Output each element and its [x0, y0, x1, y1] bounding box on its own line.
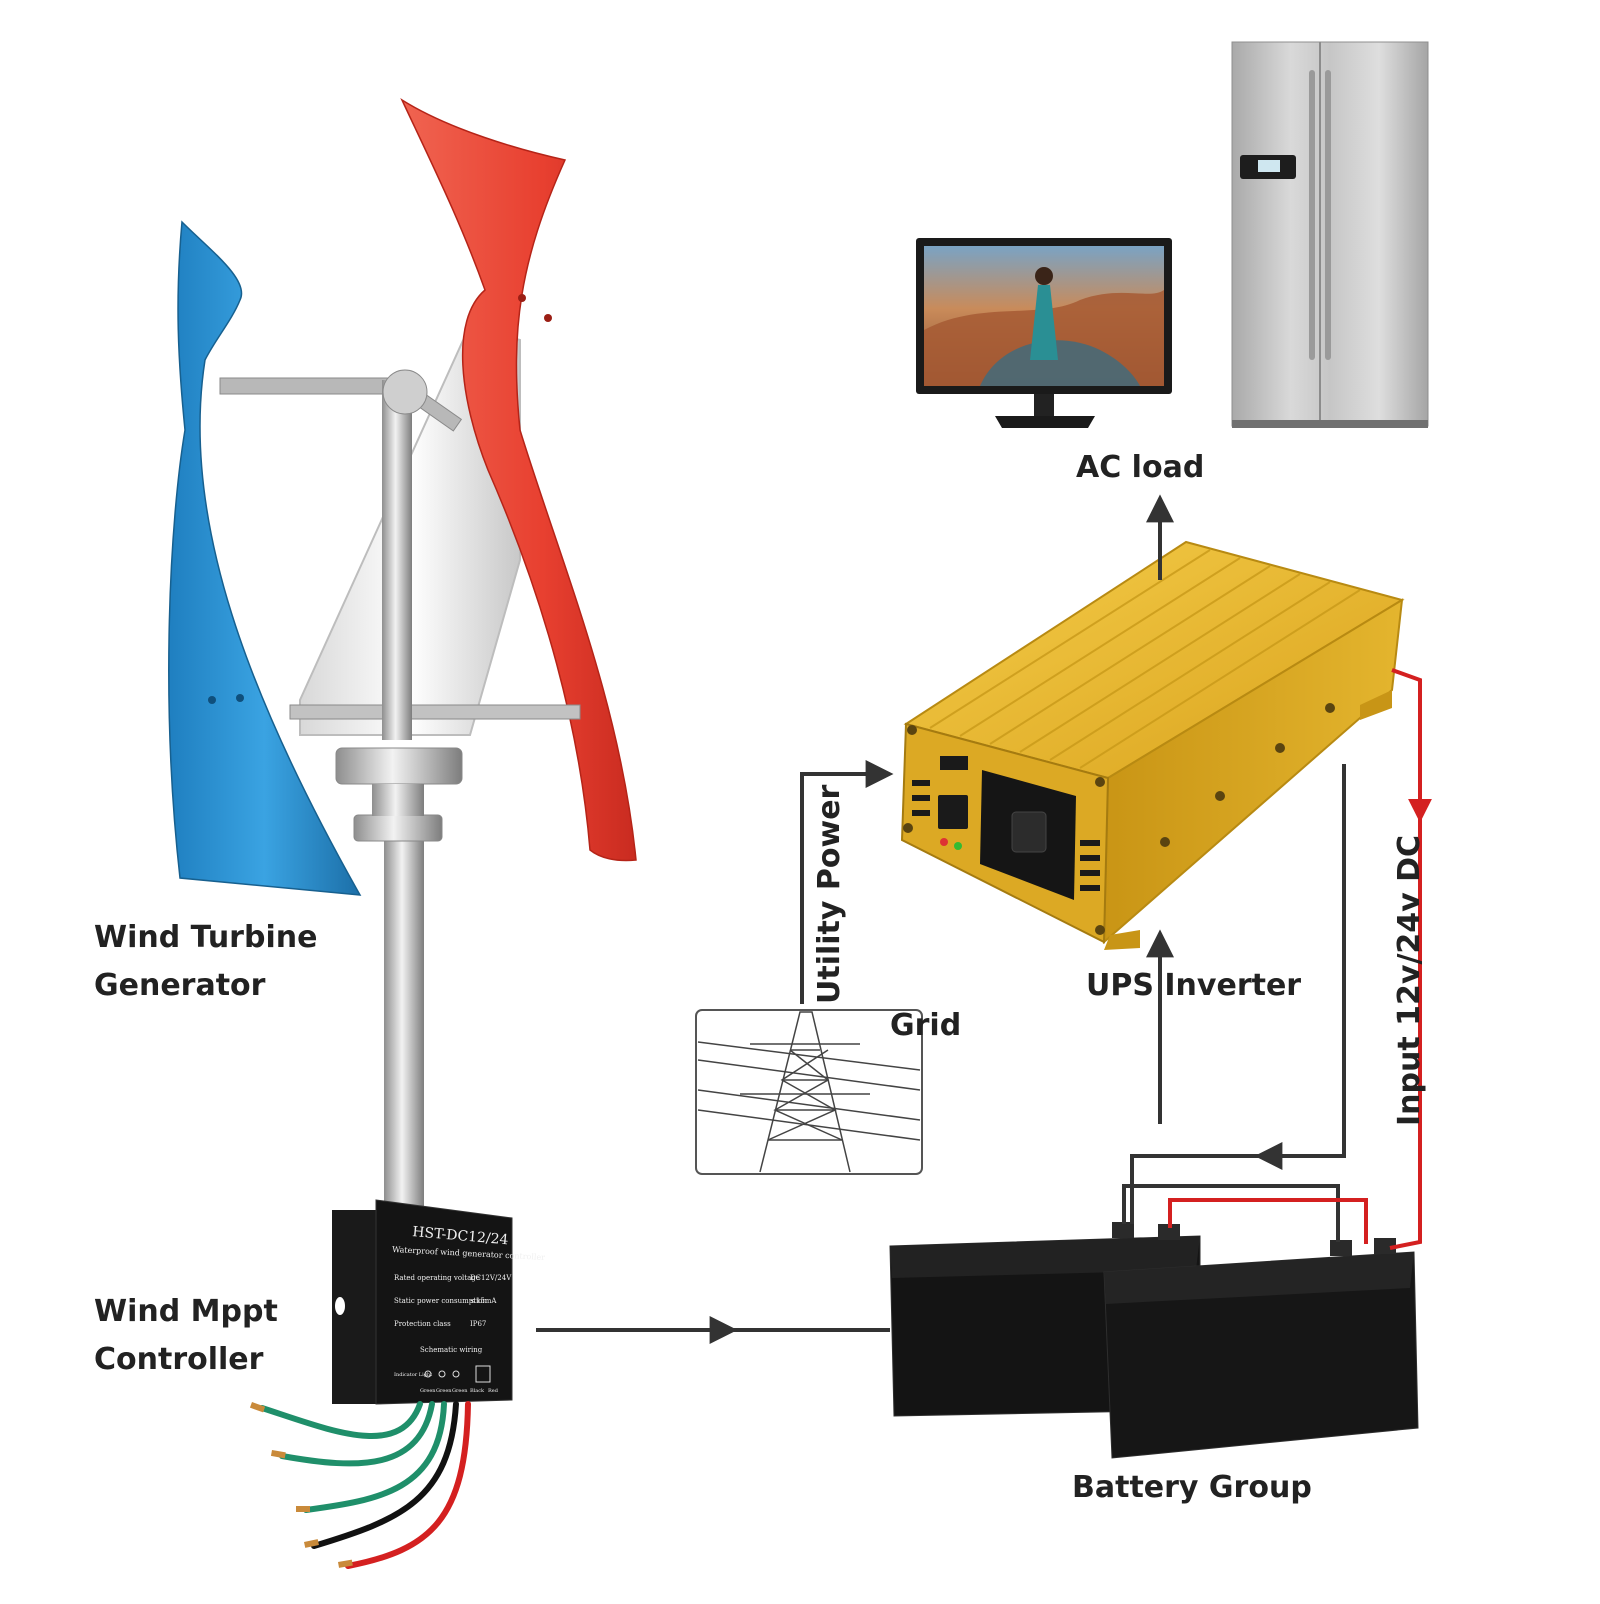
turbine-blue-blade — [168, 220, 362, 896]
turbine-pole — [384, 820, 424, 1220]
tv-monitor-illustration — [916, 238, 1172, 428]
controller-wire-label-3: Green — [452, 1388, 468, 1394]
controller-wire-label-5: Red — [488, 1388, 499, 1394]
controller-spec-value-3: IP67 — [470, 1320, 486, 1328]
label-utility-power: Utility Power — [812, 784, 847, 1004]
controller-schematic-title: Schematic wiring — [420, 1346, 483, 1354]
battery-group-illustration — [889, 1222, 1419, 1459]
turbine-generator — [335, 747, 463, 785]
turbine-red-blade — [400, 98, 637, 862]
label-wind-turbine-line2: Generator — [94, 968, 266, 1003]
turbine-top-hub — [382, 369, 428, 415]
label-wind-turbine-line1: Wind Turbine — [94, 920, 318, 955]
arrow-grid-to-inverter — [800, 760, 894, 1004]
label-controller-line1: Wind Mppt — [94, 1294, 278, 1329]
line-dc-input — [1389, 668, 1422, 1250]
line-battery-interconnect-negative — [1122, 1184, 1340, 1242]
label-wind-turbine-generator: Wind Turbine Generator — [94, 914, 317, 1010]
controller-spec-key-3: Protection class — [394, 1320, 451, 1328]
turbine-coupler — [372, 784, 424, 816]
label-ac-load: AC load — [1076, 450, 1205, 485]
grid-box — [695, 1009, 923, 1175]
controller-wires — [259, 1401, 471, 1569]
controller-body — [375, 1199, 513, 1405]
tv-stand — [995, 416, 1095, 428]
line-inverter-to-battery — [1130, 764, 1346, 1224]
label-grid: Grid — [890, 1008, 962, 1043]
refrigerator-illustration — [1231, 41, 1429, 428]
label-input-dc: Input 12v/24v DC — [1392, 834, 1427, 1126]
controller-indicator-label: Indicator Light — [394, 1372, 432, 1378]
label-wind-mppt-controller: Wind Mppt Controller — [94, 1288, 278, 1384]
ups-inverter-illustration — [900, 540, 1405, 950]
controller-spec-key-1: Rated operating voltage — [394, 1274, 480, 1282]
controller-bracket — [332, 1210, 380, 1404]
wind-turbine-illustration — [168, 98, 637, 1220]
tv-neck — [1034, 394, 1054, 416]
connection-lines — [536, 494, 1346, 1344]
controller-wire-label-1: Green — [420, 1388, 436, 1394]
controller-wire-label-2: Green — [436, 1388, 452, 1394]
dc-positive-wiring — [1168, 668, 1432, 1250]
controller-spec-value-1: DC12V/24V — [470, 1274, 512, 1282]
grid-tower-illustration — [695, 1009, 923, 1175]
turbine-flange — [353, 814, 443, 842]
controller-spec-value-2: ≤15mA — [470, 1297, 497, 1305]
label-battery-group: Battery Group — [1072, 1470, 1312, 1505]
label-controller-line2: Controller — [94, 1342, 264, 1377]
controller-wire-label-4: Black — [470, 1388, 485, 1394]
inverter-power-switch — [938, 795, 968, 829]
label-ups-inverter: UPS Inverter — [1086, 968, 1302, 1003]
turbine-lower-arm — [289, 704, 581, 720]
turbine-shaft — [382, 380, 412, 740]
line-battery-interconnect-positive — [1168, 1198, 1368, 1244]
battery-front — [1103, 1251, 1419, 1459]
fridge-left-handle — [1309, 70, 1315, 360]
inverter-usb-port — [940, 756, 968, 770]
controller-spec-key-2: Static power consumption — [394, 1297, 488, 1305]
fridge-right-handle — [1325, 70, 1331, 360]
mppt-controller-illustration: HST-DC12/24 Waterproof wind generator co… — [249, 1199, 545, 1569]
